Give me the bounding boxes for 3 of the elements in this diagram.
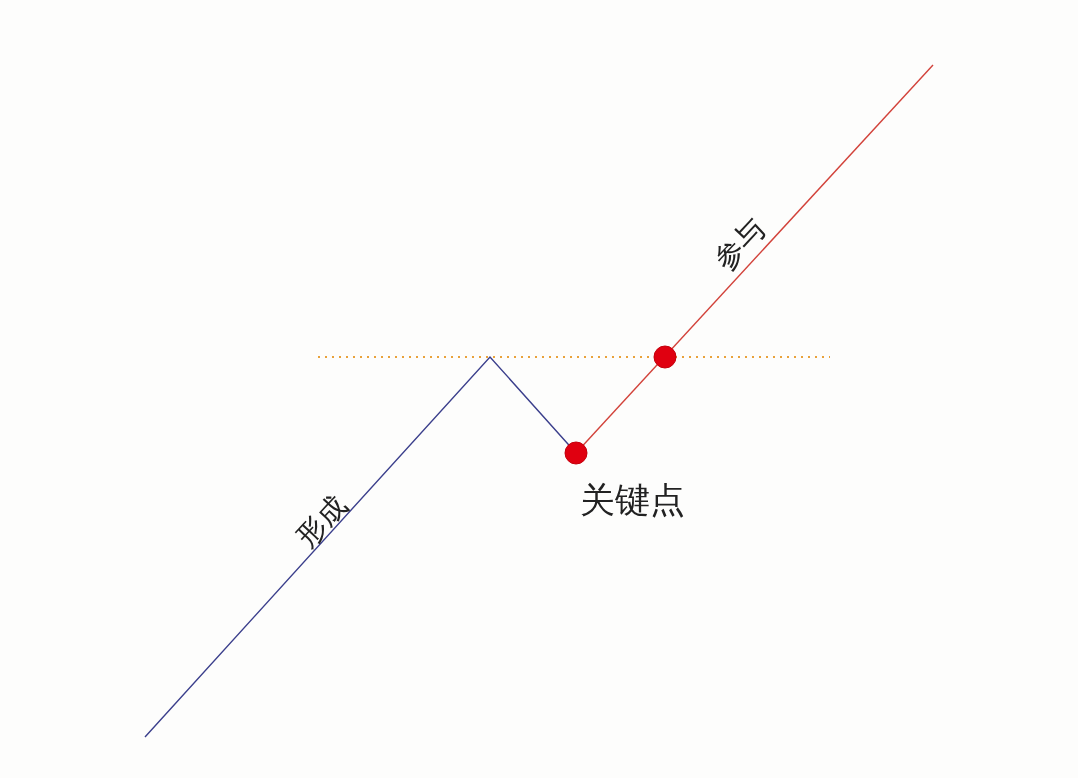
line-label: 形成 [291,489,353,553]
point-label: 关键点 [579,482,685,518]
line-label: 参与 [709,212,771,276]
